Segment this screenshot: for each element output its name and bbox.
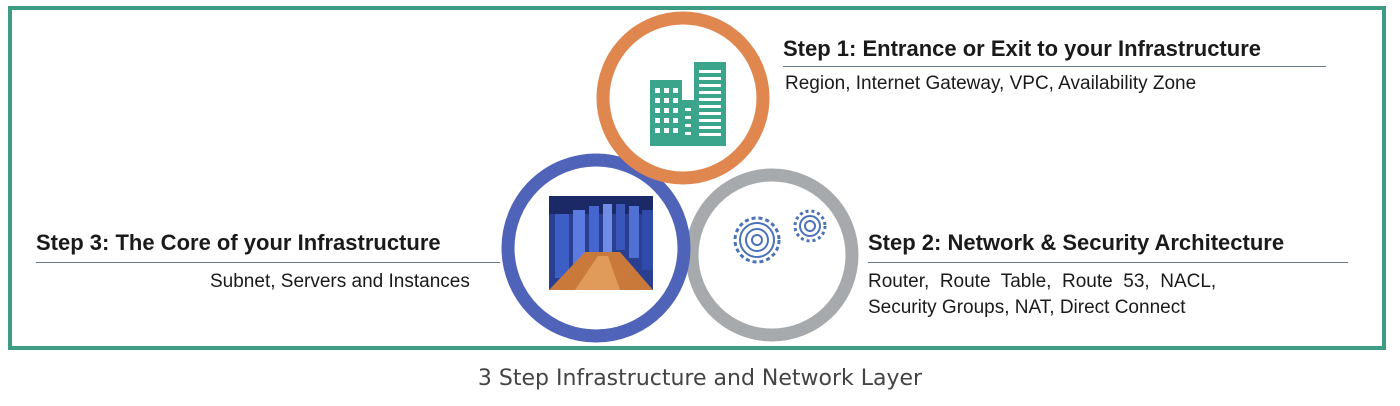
step2-description-line1: Router, Route Table, Route 53, NACL, [868,271,1217,292]
step2-description-line2: Security Groups, NAT, Direct Connect [868,297,1186,318]
step2-divider [868,262,1348,263]
step3-title: Step 3: The Core of your Infrastructure [36,230,441,255]
step3-ring [501,153,691,343]
step1-ring [596,11,770,185]
gears-icon [733,209,827,264]
step1-description: Region, Internet Gateway, VPC, Availabil… [785,73,1197,94]
server-room-photo [549,196,653,290]
step3-description: Subnet, Servers and Instances [210,271,470,292]
figure-caption: 3 Step Infrastructure and Network Layer [477,366,923,391]
buildings-icon [650,62,726,146]
step1-divider [783,66,1326,67]
step1-title: Step 1: Entrance or Exit to your Infrast… [783,36,1261,61]
step2-title: Step 2: Network & Security Architecture [868,230,1285,255]
step3-divider [36,262,500,263]
